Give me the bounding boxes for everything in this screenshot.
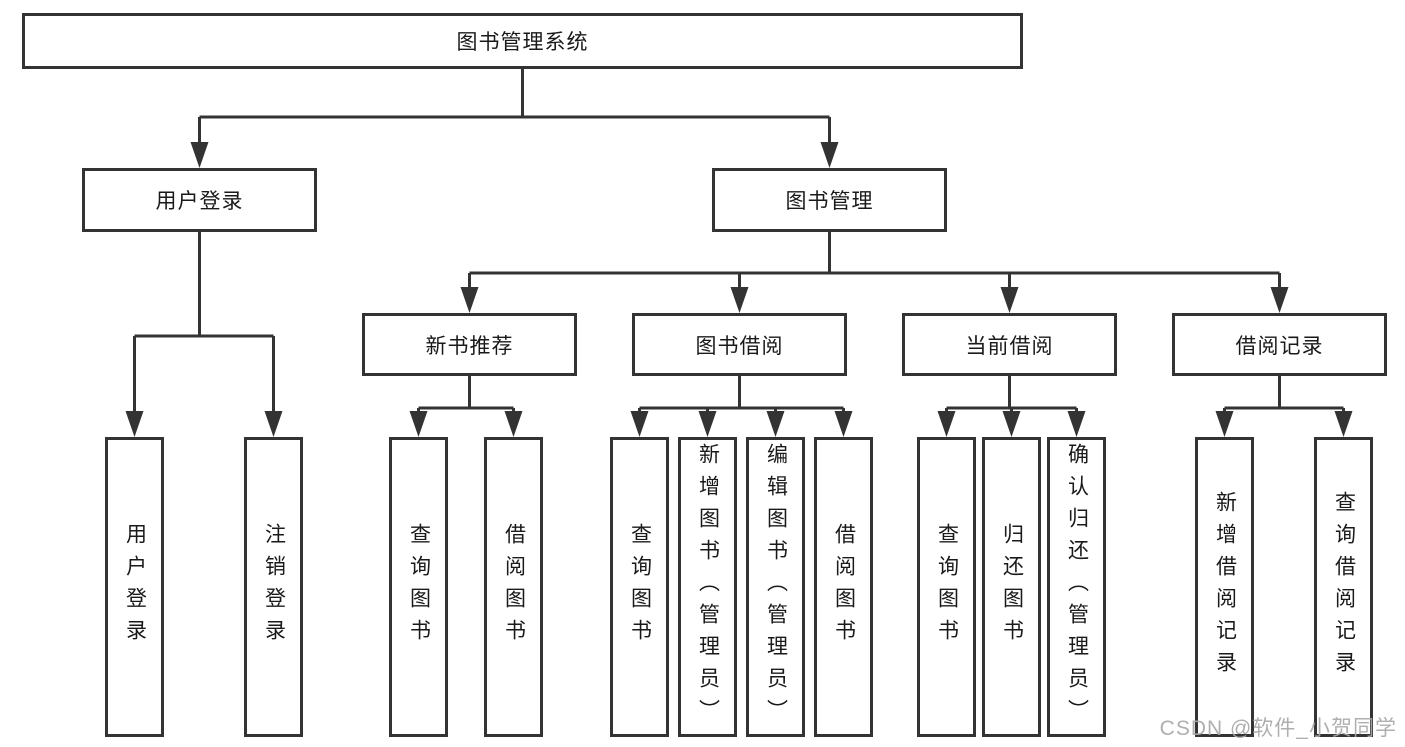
node-book-management: 图书管理 — [712, 168, 947, 232]
watermark: CSDN @软件_小贺同学 — [1159, 717, 1397, 740]
node-book-borrow: 图书借阅 — [632, 313, 847, 376]
node-new-book-recommend: 新书推荐 — [362, 313, 577, 376]
leaf-add-borrow-record: 新增借阅记录 — [1195, 437, 1254, 737]
node-library-system: 图书管理系统 — [22, 13, 1023, 69]
leaf-add-book-admin: 新增图书（管理员） — [678, 437, 737, 737]
leaf-borrow-books: 借阅图书 — [814, 437, 873, 737]
leaf-query-borrow-record: 查询借阅记录 — [1314, 437, 1373, 737]
arrow-down-icon — [125, 142, 1353, 437]
node-borrow-records: 借阅记录 — [1172, 313, 1387, 376]
leaf-query-books-recommend: 查询图书 — [389, 437, 448, 737]
leaf-user-login: 用户登录 — [105, 437, 164, 737]
node-user-login: 用户登录 — [82, 168, 317, 232]
leaf-return-books: 归还图书 — [982, 437, 1041, 737]
leaf-query-books-borrow: 查询图书 — [610, 437, 669, 737]
node-current-borrow: 当前借阅 — [902, 313, 1117, 376]
leaf-edit-book-admin: 编辑图书（管理员） — [746, 437, 805, 737]
leaf-borrow-books-recommend: 借阅图书 — [484, 437, 543, 737]
leaf-query-books-current: 查询图书 — [917, 437, 976, 737]
leaf-logout-login: 注销登录 — [244, 437, 303, 737]
leaf-confirm-return-admin: 确认归还（管理员） — [1047, 437, 1106, 737]
